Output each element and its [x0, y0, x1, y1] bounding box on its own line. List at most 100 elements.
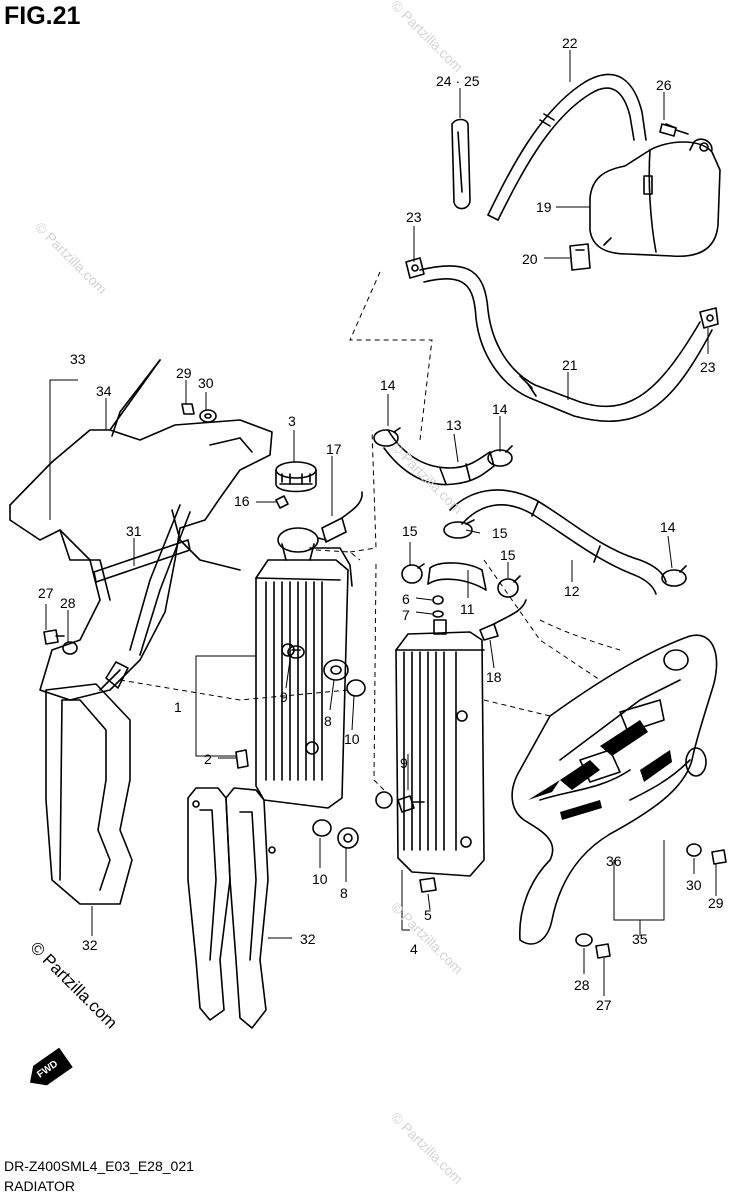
- bolt-26: [665, 123, 677, 129]
- washer-28-left: [62, 641, 78, 655]
- callout-27-right: 27: [596, 997, 612, 1013]
- bolt-27-left: [43, 629, 65, 645]
- callout-18: 18: [486, 669, 502, 685]
- callout-14-c: 14: [660, 519, 676, 535]
- bolt-29-right: [711, 849, 727, 865]
- callout-36: 36: [606, 853, 622, 869]
- callout-8-lower: 8: [340, 885, 348, 901]
- callout-33: 33: [70, 351, 86, 367]
- collar-10-lower: [312, 819, 332, 837]
- temp-switch-18: [479, 599, 527, 641]
- bolt-9-lower: [397, 795, 425, 813]
- callout-14-b: 14: [492, 401, 508, 417]
- side-cover-32-left: [45, 683, 133, 905]
- callout-15-b: 15: [402, 523, 418, 539]
- callout-1: 1: [174, 699, 182, 715]
- radiator-hose-13: [383, 429, 495, 486]
- callout-20: 20: [522, 251, 538, 267]
- rubber-cushion: [569, 243, 591, 271]
- callout-5: 5: [424, 907, 432, 923]
- radiator-right: [235, 527, 353, 809]
- cushion-9-upper: [287, 645, 305, 659]
- callout-28-right: 28: [574, 977, 590, 993]
- reservoir-mount-bolt: [659, 123, 689, 137]
- leader-lines: [45, 50, 717, 996]
- callout-13: 13: [446, 417, 462, 433]
- callout-23-right: 23: [700, 359, 716, 375]
- clamp-23-top: [405, 257, 425, 279]
- assembly-lines: [119, 271, 621, 791]
- radiator-hose-12: [449, 489, 667, 595]
- cushion-8-upper: [323, 659, 349, 681]
- callout-23-top: 23: [406, 209, 422, 225]
- clamp-15-b: [401, 563, 425, 584]
- bolt-29-top: [181, 403, 195, 415]
- collar-10-upper: [346, 679, 366, 697]
- emblem-31: [93, 539, 191, 583]
- clamp-15-c: [497, 575, 521, 598]
- callout-29-top: 29: [176, 365, 192, 381]
- callout-35: 35: [632, 931, 648, 947]
- overflow-hose: [487, 73, 647, 221]
- washer-30-top: [199, 409, 217, 423]
- callout-19: 19: [536, 199, 552, 215]
- grommet-9: [375, 791, 393, 809]
- clamp-14-a: [373, 427, 401, 447]
- callout-6: 6: [402, 591, 410, 607]
- washer-30-right: [686, 843, 702, 857]
- callout-31: 31: [126, 523, 142, 539]
- callout-32-mid: 32: [300, 931, 316, 947]
- callout-7: 7: [402, 607, 410, 623]
- clamp-14-c: [661, 565, 687, 587]
- callout-3: 3: [288, 413, 296, 429]
- washer-28-right: [575, 933, 593, 947]
- clamp-23-right: [699, 307, 719, 329]
- strap-24-25: [451, 118, 471, 210]
- callout-11: 11: [460, 601, 475, 617]
- callout-34: 34: [96, 383, 112, 399]
- bolt-27-right: [595, 943, 611, 959]
- callout-24-25: 24 · 25: [436, 73, 480, 89]
- reservoir-tank: [589, 138, 721, 258]
- radiator-shroud-right: [511, 634, 718, 945]
- callout-17: 17: [326, 441, 342, 457]
- callout-9-left: 9: [280, 689, 288, 705]
- callout-10-lower: 10: [312, 871, 328, 887]
- radiator-cap: [275, 461, 317, 493]
- fitting-6-7: [432, 595, 444, 618]
- decal-36: [528, 720, 672, 820]
- callout-32-left: 32: [82, 937, 98, 953]
- model-code: DR-Z400SML4_E03_E28_021: [4, 1158, 194, 1174]
- callout-26: 26: [656, 77, 672, 93]
- callout-21: 21: [562, 357, 578, 373]
- callout-2: 2: [204, 751, 212, 767]
- callout-28-left: 28: [60, 595, 76, 611]
- callout-15-a: 15: [492, 525, 508, 541]
- reservoir-hose: [419, 265, 713, 423]
- callout-8-upper: 8: [324, 713, 332, 729]
- callout-10-upper: 10: [344, 731, 360, 747]
- callout-14-a: 14: [380, 377, 396, 393]
- callout-16: 16: [234, 493, 250, 509]
- cushion-8-lower: [337, 827, 359, 849]
- callout-12: 12: [564, 583, 580, 599]
- side-cover-32-mid: [187, 787, 276, 1029]
- callout-30-top: 30: [198, 375, 214, 391]
- callout-29-right: 29: [708, 895, 724, 911]
- callout-22: 22: [562, 35, 578, 51]
- radiator-hose-11: [427, 562, 487, 591]
- callout-9-right: 9: [400, 755, 408, 771]
- callout-27-left: 27: [38, 585, 54, 601]
- callout-4: 4: [410, 941, 418, 957]
- section-name: RADIATOR: [4, 1178, 76, 1194]
- cap-bolt-16: [275, 495, 289, 509]
- callout-30-right: 30: [686, 877, 702, 893]
- figure-title: FIG.21: [4, 2, 81, 30]
- temp-sensor-17: [317, 491, 363, 543]
- radiator-left: [395, 619, 485, 893]
- radiator-shroud-left: [9, 359, 273, 701]
- callout-15-c: 15: [500, 547, 516, 563]
- callout-labels: 22 24 · 25 26 19 20 23 23 21 33 34 29 30…: [38, 35, 724, 1013]
- clamp-15-a: [443, 519, 475, 539]
